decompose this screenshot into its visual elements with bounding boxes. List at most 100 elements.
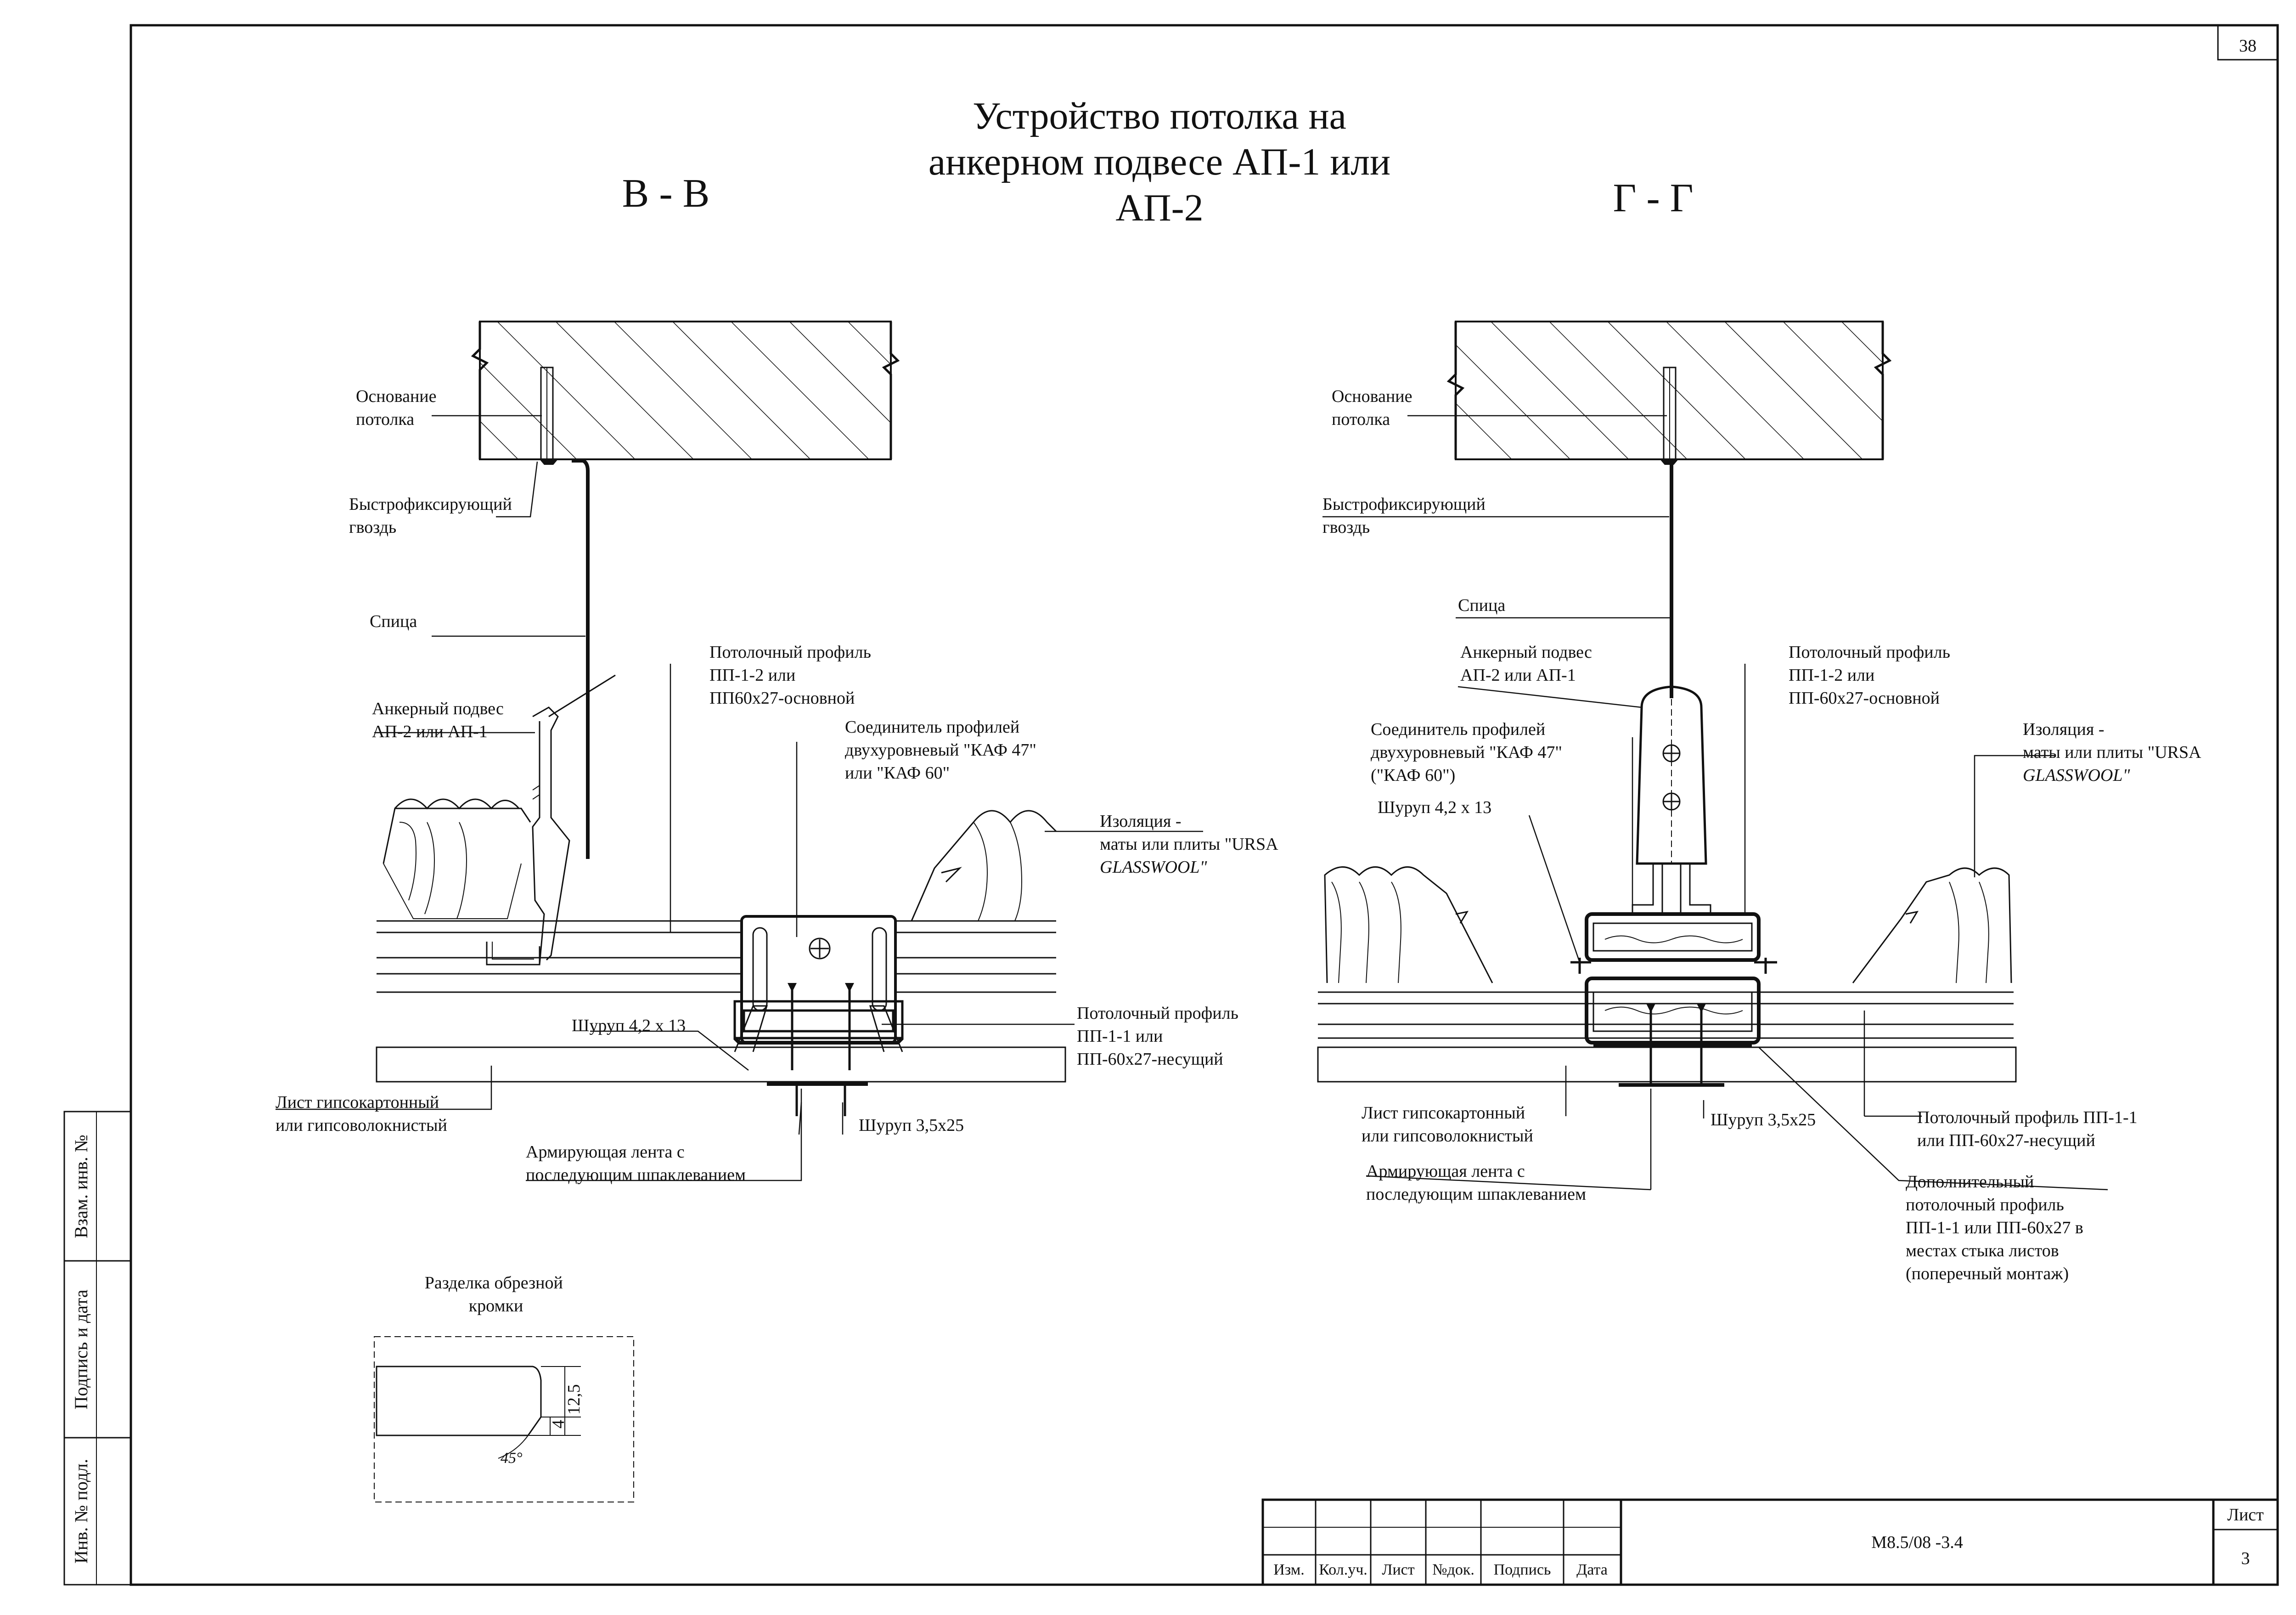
label-bearing-profile-left-l2: ПП-1-1 или xyxy=(1077,1027,1163,1046)
stamp-replace-inv: Взам. инв. № xyxy=(71,1135,91,1238)
label-screw-bottom-right: Шуруп 3,5х25 xyxy=(1711,1110,1816,1129)
bearing-profile-left xyxy=(733,1000,904,1045)
label-hanger-right-l2: АП-2 или АП-1 xyxy=(1460,666,1576,685)
label-insulation-right-l2: маты или плиты "URSA xyxy=(2023,743,2201,762)
tb-sheet-number: 3 xyxy=(2241,1549,2250,1568)
label-extra-profile-right: Дополнительный потолочный профиль ПП-1-1… xyxy=(1906,1172,2088,1283)
label-hanger-left: Анкерный подвес АП-2 или АП-1 xyxy=(372,699,508,741)
tb-header-doc: №док. xyxy=(1432,1561,1474,1578)
label-base-right: Основание потолка xyxy=(1332,387,1417,429)
anchor-nail-right xyxy=(1660,367,1678,465)
label-connector-right-l3: ("КАФ 60") xyxy=(1371,766,1455,785)
label-insulation-right-l3: GLASSWOOL" xyxy=(2023,766,2130,785)
label-main-profile-right-l2: ПП-1-2 или xyxy=(1789,666,1874,685)
label-extra-profile-right-l5: (поперечный монтаж) xyxy=(1906,1264,2069,1283)
sheet-frame: 38 xyxy=(129,24,2279,1586)
label-insulation-right: Изоляция - маты или плиты "URSA GLASSWOO… xyxy=(2023,720,2205,785)
detail-title: Разделка обрезной кромки xyxy=(425,1273,568,1316)
label-bearing-profile-right-l1: Потолочный профиль ПП-1-1 xyxy=(1917,1108,2138,1127)
label-screw-top-left: Шуруп 4,2 х 13 xyxy=(572,1016,686,1035)
label-base-right-l2: потолка xyxy=(1332,410,1390,429)
tb-header-izm: Изм. xyxy=(1273,1561,1305,1578)
label-tape-right-l1: Армирующая лента с xyxy=(1366,1162,1525,1181)
label-bearing-profile-left: Потолочный профиль ПП-1-1 или ПП-60х27-н… xyxy=(1077,1004,1243,1069)
main-profile-left xyxy=(377,920,1056,993)
label-rod-left: Спица xyxy=(370,612,417,631)
gypsum-board-left xyxy=(376,1046,1066,1083)
label-base-left-l1: Основание xyxy=(356,387,437,406)
tb-sheet-label: Лист xyxy=(2227,1505,2264,1525)
anchor-hanger-right xyxy=(1632,685,1711,914)
label-base-left: Основание потолка xyxy=(356,387,441,429)
label-bearing-profile-right-l2: или ПП-60х27-несущий xyxy=(1917,1131,2095,1150)
label-extra-profile-right-l3: ПП-1-1 или ПП-60х27 в xyxy=(1906,1218,2083,1237)
label-base-right-l1: Основание xyxy=(1332,387,1412,406)
stamp-inv-original: Инв. № подл. xyxy=(71,1459,91,1564)
insulation-left-a xyxy=(383,798,531,919)
label-connector-right: Соединитель профилей двухуровневый "КАФ … xyxy=(1371,720,1566,785)
label-board-right-l2: или гипсоволокнистый xyxy=(1362,1126,1533,1146)
label-main-profile-right-l3: ПП-60х27-основной xyxy=(1789,689,1940,708)
side-stamp-column: Взам. инв. № Подпись и дата Инв. № подл. xyxy=(63,1111,132,1586)
section-left-drawing: Основание потолка Быстрофиксирующий гвоз… xyxy=(276,321,1278,1185)
insulation-right-b xyxy=(1852,867,2012,983)
label-bearing-profile-right: Потолочный профиль ПП-1-1 или ПП-60х27-н… xyxy=(1917,1108,2142,1150)
label-tape-right-l2: последующим шпаклеванием xyxy=(1366,1185,1586,1204)
leaders-left xyxy=(276,415,1203,1181)
label-connector-left: Соединитель профилей двухуровневый "КАФ … xyxy=(845,717,1041,783)
label-insulation-left-l2: маты или плиты "URSA xyxy=(1100,835,1278,854)
label-main-profile-left-l1: Потолочный профиль xyxy=(709,643,871,662)
label-main-profile-right-l1: Потолочный профиль xyxy=(1789,643,1950,662)
label-nail-right-l1: Быстрофиксирующий xyxy=(1322,495,1486,514)
section-label-left: В - В xyxy=(622,171,710,216)
label-main-profile-right: Потолочный профиль ПП-1-2 или ПП-60х27-о… xyxy=(1789,643,1954,708)
label-extra-profile-right-l1: Дополнительный xyxy=(1906,1172,2034,1191)
screws-left xyxy=(788,983,854,1116)
tb-header-date: Дата xyxy=(1576,1561,1608,1578)
label-connector-right-l2: двухуровневый "КАФ 47" xyxy=(1371,743,1562,762)
edge-cut-detail: Разделка обрезной кромки 4 12,5 45° xyxy=(374,1273,634,1502)
insulation-left-b xyxy=(911,810,1057,921)
label-hanger-right: Анкерный подвес АП-2 или АП-1 xyxy=(1460,643,1596,685)
tb-header-list: Лист xyxy=(1382,1561,1414,1578)
label-board-right-l1: Лист гипсокартонный xyxy=(1362,1103,1525,1123)
sheet-title: Устройство потолка на анкерном подвесе А… xyxy=(929,95,1390,229)
label-insulation-right-l1: Изоляция - xyxy=(2023,720,2104,739)
anchor-nail-left xyxy=(540,367,558,465)
label-insulation-left-l1: Изоляция - xyxy=(1100,812,1181,831)
label-tape-left: Армирующая лента с последующим шпаклеван… xyxy=(526,1142,746,1185)
detail-title-l2: кромки xyxy=(469,1296,523,1316)
screws-right xyxy=(1646,1004,1706,1086)
leaders-right xyxy=(1322,415,2108,1191)
label-rod-right: Спица xyxy=(1458,596,1505,615)
label-connector-left-l2: двухуровневый "КАФ 47" xyxy=(845,740,1036,760)
spoke-rod-left xyxy=(572,459,590,859)
label-nail-left-l1: Быстрофиксирующий xyxy=(349,495,512,514)
label-hanger-right-l1: Анкерный подвес xyxy=(1460,643,1592,662)
gypsum-board-right xyxy=(1317,1046,2017,1083)
label-hanger-left-l2: АП-2 или АП-1 xyxy=(372,722,488,741)
detail-dim-a: 4 xyxy=(549,1420,568,1429)
label-board-left-l1: Лист гипсокартонный xyxy=(276,1093,439,1112)
title-line-2: анкерном подвесе АП-1 или xyxy=(929,141,1390,183)
label-insulation-left-l3: GLASSWOOL" xyxy=(1100,858,1207,877)
label-board-left: Лист гипсокартонный или гипсоволокнистый xyxy=(276,1093,447,1135)
label-tape-left-l1: Армирующая лента с xyxy=(526,1142,685,1162)
section-label-right: Г - Г xyxy=(1613,176,1693,220)
label-base-left-l2: потолка xyxy=(356,410,414,429)
title-line-3: АП-2 xyxy=(1115,186,1203,229)
label-connector-left-l1: Соединитель профилей xyxy=(845,717,1019,737)
label-bearing-profile-left-l3: ПП-60х27-несущий xyxy=(1077,1050,1223,1069)
stamp-signature-date: Подпись и дата xyxy=(71,1289,91,1409)
label-tape-left-l2: последующим шпаклеванием xyxy=(526,1165,746,1185)
bearing-profile-right xyxy=(1585,977,1761,1047)
label-nail-right-l2: гвоздь xyxy=(1322,518,1370,537)
label-main-profile-left: Потолочный профиль ПП-1-2 или ПП60х27-ос… xyxy=(709,643,875,708)
tb-document-code: М8.5/08 -3.4 xyxy=(1871,1533,1963,1552)
label-extra-profile-right-l4: местах стыка листов xyxy=(1906,1241,2059,1260)
tb-header-kolvo: Кол.уч. xyxy=(1319,1561,1367,1578)
label-nail-right: Быстрофиксирующий гвоздь xyxy=(1322,495,1490,537)
label-extra-profile-right-l2: потолочный профиль xyxy=(1906,1195,2064,1214)
label-board-left-l2: или гипсоволокнистый xyxy=(276,1116,447,1135)
